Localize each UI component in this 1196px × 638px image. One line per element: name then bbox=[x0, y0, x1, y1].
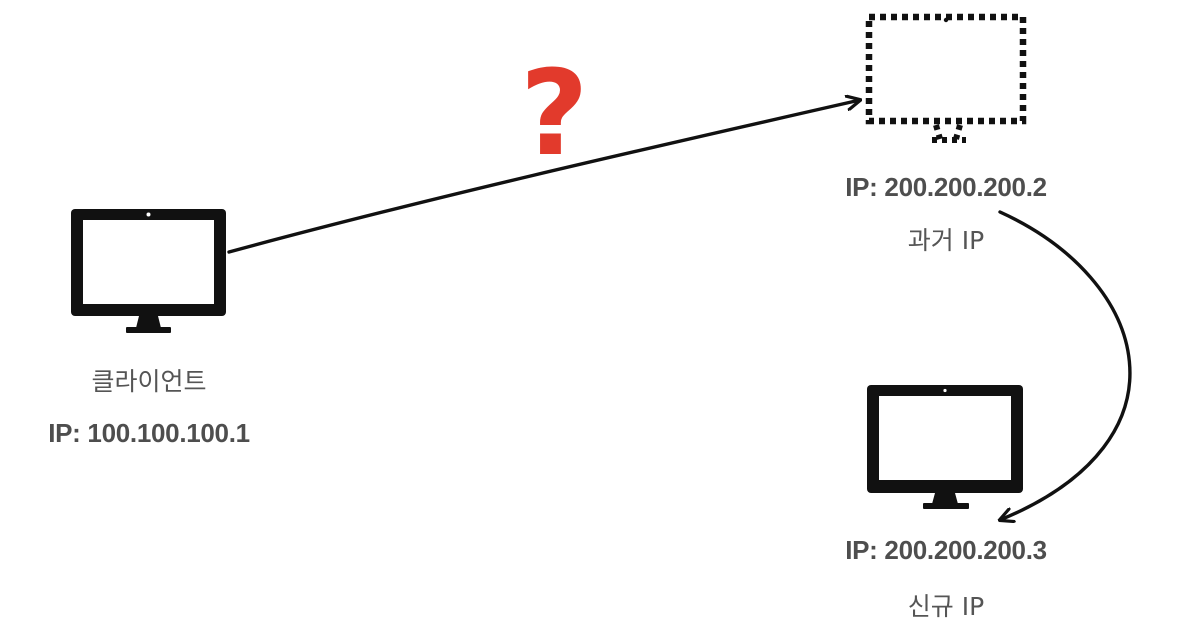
old-server-ip-label: IP: 200.200.200.2 bbox=[845, 172, 1047, 202]
redirect-arrow bbox=[1000, 210, 1132, 520]
question-mark: ? bbox=[520, 44, 589, 182]
old-server-desc-label: 과거 IP bbox=[907, 226, 985, 255]
client-ip-label: IP: 100.100.100.1 bbox=[48, 418, 250, 448]
request-arrow bbox=[227, 100, 860, 254]
new-server-ip-label: IP: 200.200.200.3 bbox=[845, 535, 1047, 565]
new-server-desc-label: 신규 IP bbox=[907, 592, 985, 621]
old-server-dashed-monitor-icon bbox=[865, 13, 1027, 143]
client-name-label: 클라이언트 bbox=[91, 367, 207, 396]
client-monitor-icon bbox=[71, 209, 226, 333]
new-server-monitor-icon bbox=[867, 385, 1023, 509]
